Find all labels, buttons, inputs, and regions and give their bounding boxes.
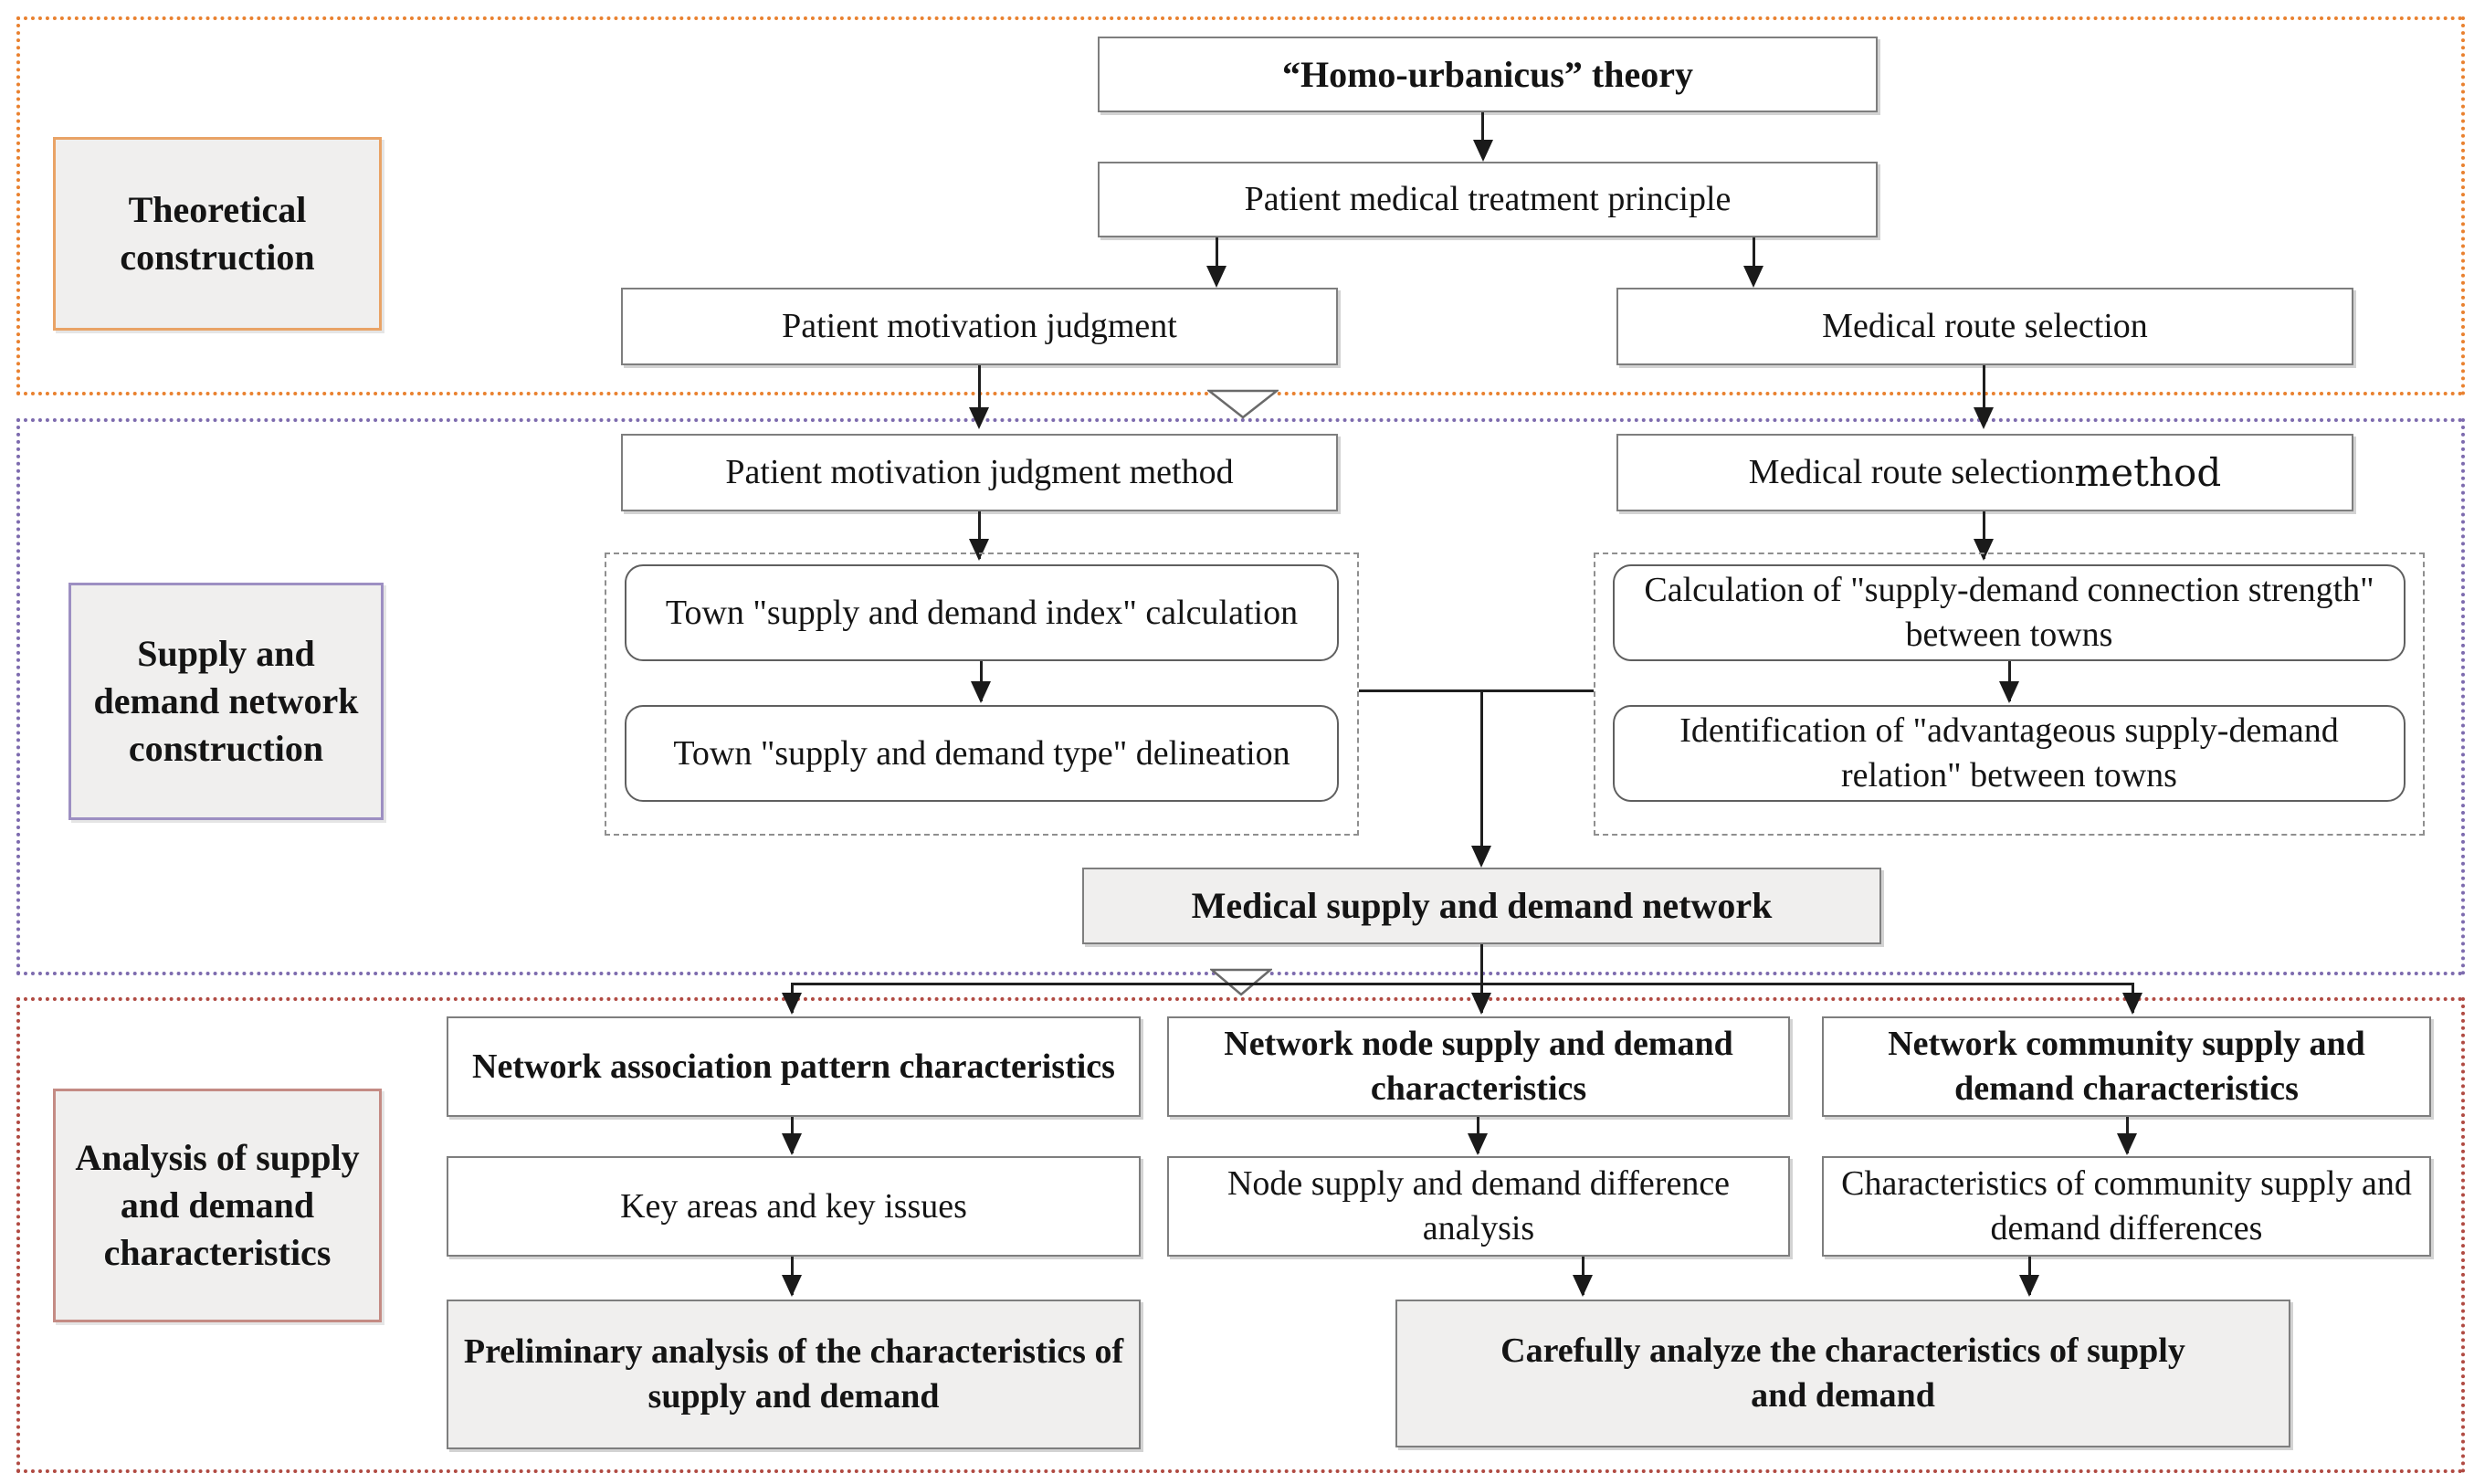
box-medical-route-selection-method: Medical route selection method (1616, 434, 2353, 511)
arrowhead-node-down (1468, 1133, 1488, 1155)
connector-join-to-network (1480, 689, 1483, 847)
box-homo-urbanicus-theory: “Homo-urbanicus” theory (1098, 37, 1878, 112)
arrowhead-index-to-type (971, 681, 991, 703)
arrowhead-motivation-method-down (969, 539, 989, 561)
connector-route-to-method (1983, 365, 1985, 409)
box-town-type-delineation: Town "supply and demand type" delineatio… (625, 705, 1339, 802)
box-network-community-characteristics: Network community supply and demand char… (1822, 1016, 2431, 1117)
connector-branch-horizontal (791, 983, 2134, 985)
box-network-association-characteristics: Network association pattern characterist… (447, 1016, 1141, 1117)
connector-containers-horizontal (1359, 689, 1594, 692)
label-analysis-characteristics: Analysis of supply and demand characteri… (53, 1089, 382, 1322)
arrowhead-theory-to-principle (1473, 140, 1493, 162)
arrowhead-principle-to-route (1743, 266, 1763, 288)
section-transition-triangle-2 (1210, 968, 1272, 996)
section-analysis-characteristics (16, 997, 2465, 1473)
arrowhead-route-method-down (1974, 539, 1994, 561)
connector-theory-to-principle (1481, 112, 1484, 143)
box-key-areas-issues: Key areas and key issues (447, 1156, 1141, 1257)
container-town-index (605, 553, 1359, 836)
label-theoretical-construction: Theoretical construction (53, 137, 382, 331)
box-relation-identification: Identification of "advantageous supply-d… (1613, 705, 2406, 802)
box-network-node-characteristics: Network node supply and demand character… (1167, 1016, 1790, 1117)
container-town-connection (1594, 553, 2425, 836)
box-careful-analysis: Carefully analyze the characteristics of… (1395, 1300, 2290, 1447)
arrowhead-nodediff-to-careful (1573, 1275, 1593, 1297)
arrowhead-join-to-network (1471, 846, 1491, 868)
box-medical-route-selection: Medical route selection (1616, 288, 2353, 365)
arrowhead-principle-to-motivation (1206, 266, 1226, 288)
arrowhead-route-to-method (1974, 407, 1994, 429)
route-method-text: Medical route selection (1748, 453, 2075, 492)
arrowhead-association-down (782, 1133, 802, 1155)
arrowhead-communitydiff-to-careful (2019, 1275, 2039, 1297)
arrowhead-community-down (2117, 1133, 2137, 1155)
box-town-index-calculation: Town "supply and demand index" calculati… (625, 564, 1339, 661)
box-node-difference-analysis: Node supply and demand difference analys… (1167, 1156, 1790, 1257)
box-patient-motivation-judgment-method: Patient motivation judgment method (621, 434, 1338, 511)
route-method-text-alt: method (2074, 449, 2222, 495)
label-supply-demand-network-construction: Supply and demand network construction (68, 583, 384, 820)
connector-principle-to-motivation (1216, 237, 1218, 270)
box-patient-motivation-judgment: Patient motivation judgment (621, 288, 1338, 365)
box-strength-calculation: Calculation of "supply-demand connection… (1613, 564, 2406, 661)
arrowhead-motivation-to-method (969, 407, 989, 429)
arrowhead-keyareas-to-preliminary (782, 1275, 802, 1297)
arrowhead-branch-right (2122, 993, 2142, 1015)
connector-network-down (1480, 944, 1483, 1013)
box-community-difference-characteristics: Characteristics of community supply and … (1822, 1156, 2431, 1257)
arrowhead-branch-left (782, 993, 802, 1015)
box-preliminary-analysis: Preliminary analysis of the characterist… (447, 1300, 1141, 1449)
connector-route-method-down (1983, 511, 1985, 559)
arrowhead-branch-middle (1471, 993, 1491, 1015)
connector-principle-to-route (1753, 237, 1755, 270)
section-transition-triangle-1 (1207, 389, 1279, 419)
connector-motivation-method-down (978, 511, 981, 559)
connector-motivation-to-method (978, 365, 981, 409)
arrowhead-strength-to-relation (1999, 681, 2019, 703)
box-medical-supply-demand-network: Medical supply and demand network (1082, 868, 1881, 944)
box-patient-medical-treatment-principle: Patient medical treatment principle (1098, 162, 1878, 237)
